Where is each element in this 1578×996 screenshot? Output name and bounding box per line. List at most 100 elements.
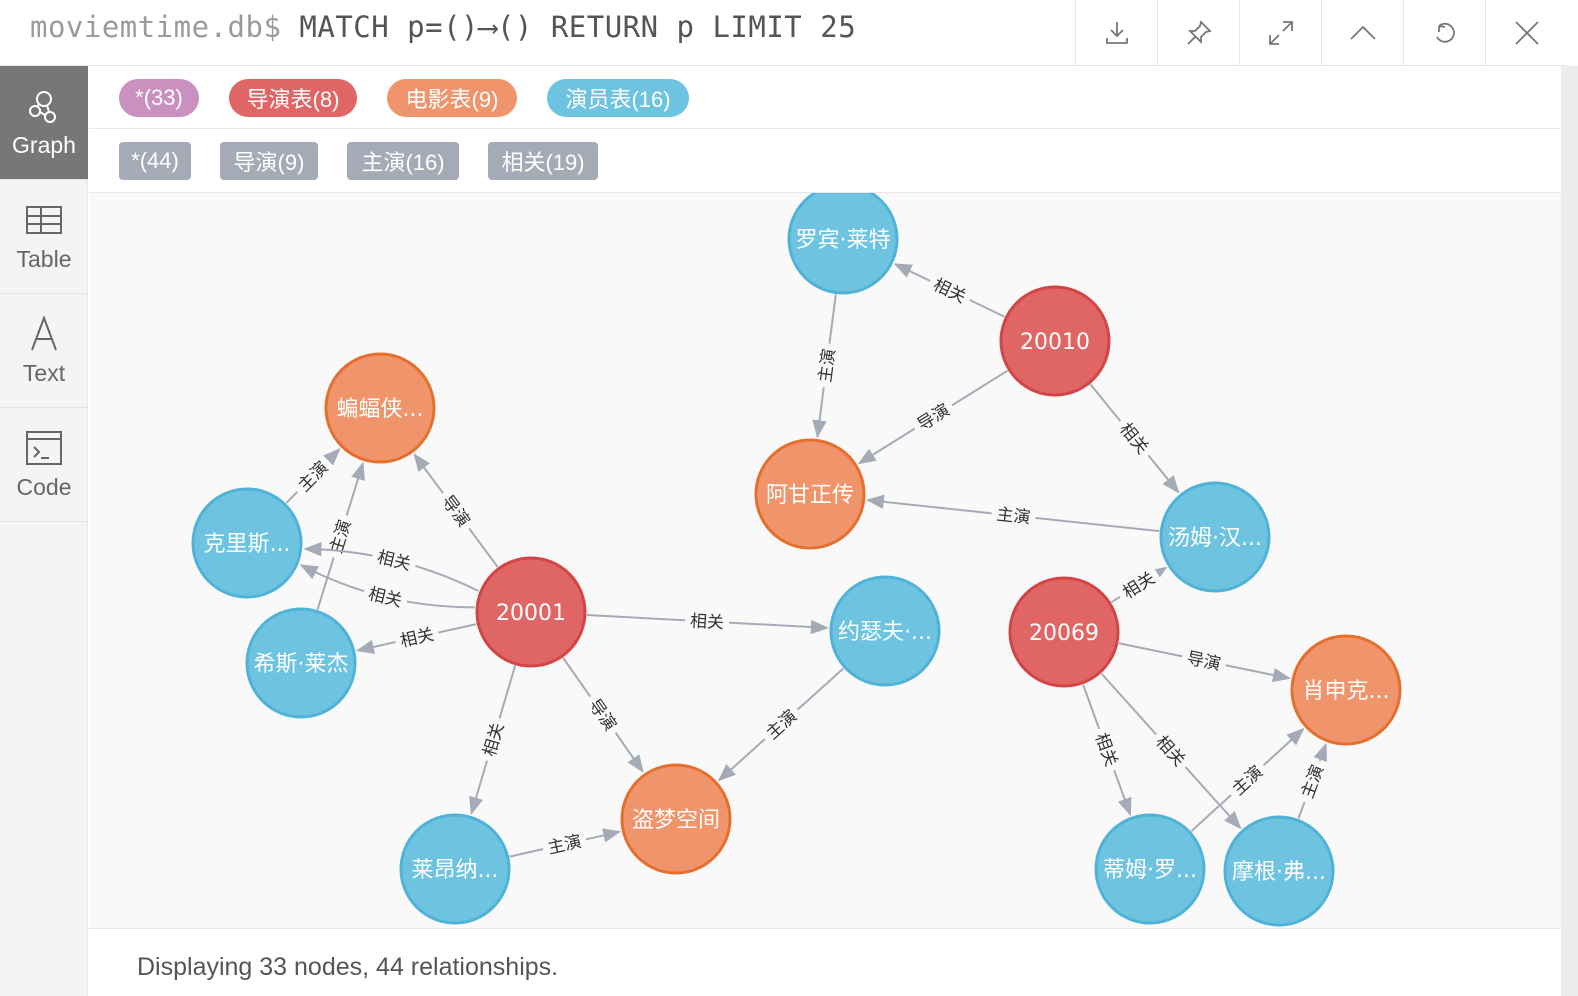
relationship-edge[interactable]: 相关 — [1100, 672, 1242, 830]
relationship-edge[interactable]: 相关 — [355, 621, 477, 654]
relationship-label: 主演 — [995, 505, 1031, 528]
relationship-label: 相关 — [375, 547, 413, 574]
node-label-director[interactable]: 导演表(8) — [229, 79, 357, 117]
node-caption: 莱昂纳... — [412, 858, 499, 883]
node-caption: 盗梦空间 — [632, 808, 720, 833]
relationship-edge[interactable]: 相关 — [469, 665, 517, 816]
relationship-label: 主演 — [546, 832, 584, 859]
relationship-edge[interactable]: 导演 — [857, 369, 1009, 465]
view-sidebar: Graph Table Text Code — [0, 66, 88, 996]
relationship-label: 主演 — [1298, 762, 1329, 801]
pin-icon — [1186, 20, 1212, 45]
graph-node-movie[interactable]: 阿甘正传 — [754, 438, 866, 550]
relationship-edge[interactable]: 主演 — [1294, 742, 1331, 819]
relationship-label: 相关 — [689, 612, 724, 634]
relationship-edge[interactable]: 主演 — [717, 667, 845, 782]
relationship-edge[interactable]: 相关 — [1089, 383, 1180, 494]
scrollbar[interactable] — [1561, 66, 1578, 996]
graph-node-director[interactable]: 20010 — [999, 285, 1111, 397]
graph-node-actor[interactable]: 摩根·弗... — [1223, 815, 1335, 927]
node-label-all[interactable]: *(33) — [119, 79, 199, 117]
expand-icon — [1268, 21, 1293, 45]
graph-node-actor[interactable]: 蒂姆·罗... — [1094, 813, 1206, 925]
graph-node-actor[interactable]: 莱昂纳... — [399, 813, 511, 925]
close-icon — [1514, 21, 1539, 45]
node-label-actor[interactable]: 演员表(16) — [547, 79, 689, 117]
node-caption: 20010 — [1020, 330, 1090, 355]
node-caption: 20001 — [496, 601, 566, 626]
graph-canvas[interactable]: 相关主演导演相关主演相关导演相关相关主演主演导演主演主演相关相关相关相关导演相关… — [89, 193, 1561, 928]
collapse-button[interactable] — [1321, 0, 1403, 66]
relationship-edge[interactable]: 相关 — [299, 564, 475, 613]
node-labels-bar: *(33) 导演表(8) 电影表(9) 演员表(16) — [89, 66, 1561, 129]
node-caption: 肖申克... — [1303, 679, 1390, 704]
node-caption: 蒂姆·罗... — [1103, 858, 1197, 883]
download-icon — [1105, 22, 1128, 44]
refresh-icon — [1435, 22, 1455, 43]
text-icon — [31, 315, 57, 351]
rerun-button[interactable] — [1403, 0, 1485, 66]
graph-node-director[interactable]: 20069 — [1008, 576, 1120, 688]
query-editor[interactable]: moviemtime.db$ MATCH p=()⟶() RETURN p LI… — [30, 10, 856, 44]
graph-node-actor[interactable]: 希斯·莱杰 — [245, 607, 357, 719]
collapse-up-icon — [1349, 25, 1376, 40]
node-caption: 罗宾·莱特 — [796, 228, 891, 253]
graph-node-movie[interactable]: 蝙蝠侠... — [324, 352, 436, 464]
graph-icon — [29, 91, 56, 123]
sidebar-item-label: Code — [16, 474, 72, 500]
sidebar-item-graph[interactable]: Graph — [0, 66, 88, 180]
relationship-edge[interactable]: 导演 — [413, 453, 499, 568]
sidebar-item-code[interactable]: Code — [0, 408, 88, 522]
node-caption: 约瑟夫·... — [838, 620, 932, 645]
relationship-type-all[interactable]: *(44) — [119, 142, 191, 180]
relationship-label: 相关 — [398, 625, 436, 652]
relationship-edge[interactable]: 相关 — [1110, 564, 1168, 607]
node-caption: 20069 — [1029, 621, 1099, 646]
cypher-query[interactable]: MATCH p=()⟶() RETURN p LIMIT 25 — [299, 10, 857, 44]
sidebar-item-label: Table — [16, 246, 72, 272]
relationship-type-direct[interactable]: 导演(9) — [220, 142, 318, 180]
status-text: Displaying 33 nodes, 44 relationships. — [137, 953, 559, 981]
relationship-type-related[interactable]: 相关(19) — [488, 142, 598, 180]
relationship-edge[interactable]: 主演 — [509, 828, 622, 860]
relationship-edge[interactable]: 主演 — [812, 294, 841, 439]
relationship-edge[interactable]: 相关 — [893, 263, 1005, 318]
sidebar-item-label: Text — [22, 360, 66, 386]
database-prompt: moviemtime.db$ — [30, 10, 282, 44]
relationship-type-star[interactable]: 主演(16) — [347, 142, 459, 180]
graph-visualization[interactable]: 相关主演导演相关主演相关导演相关相关主演主演导演主演主演相关相关相关相关导演相关… — [89, 193, 1561, 928]
relationship-edge[interactable]: 导演 — [1118, 642, 1291, 683]
table-icon — [26, 206, 62, 234]
graph-node-movie[interactable]: 肖申克... — [1290, 634, 1402, 746]
relationship-types-bar: *(44) 导演(9) 主演(16) 相关(19) — [89, 129, 1561, 193]
node-label-movie[interactable]: 电影表(9) — [387, 79, 517, 117]
graph-node-director[interactable]: 20001 — [475, 556, 587, 668]
pin-button[interactable] — [1157, 0, 1239, 66]
node-caption: 希斯·莱杰 — [254, 652, 349, 677]
relationship-edge[interactable]: 主演 — [1190, 727, 1305, 832]
relationship-edge[interactable]: 导演 — [562, 657, 644, 773]
sidebar-item-label: Graph — [12, 132, 76, 158]
download-button[interactable] — [1075, 0, 1157, 66]
close-button[interactable] — [1485, 0, 1567, 66]
node-caption: 阿甘正传 — [766, 483, 854, 508]
status-bar: Displaying 33 nodes, 44 relationships. — [89, 928, 1561, 996]
relationship-label: 相关 — [1091, 731, 1121, 770]
relationship-edge[interactable]: 主演 — [865, 494, 1160, 533]
relationship-label: 相关 — [366, 584, 404, 611]
sidebar-item-table[interactable]: Table — [0, 180, 88, 294]
sidebar-item-text[interactable]: Text — [0, 294, 88, 408]
relationship-edge[interactable]: 主演 — [285, 448, 341, 504]
graph-node-actor[interactable]: 约瑟夫·... — [829, 575, 941, 687]
relationship-edge[interactable]: 相关 — [1082, 684, 1132, 817]
fullscreen-button[interactable] — [1239, 0, 1321, 66]
relationship-edge[interactable]: 相关 — [303, 542, 479, 592]
graph-node-actor[interactable]: 汤姆·汉... — [1159, 481, 1271, 593]
relationship-label: 主演 — [816, 347, 840, 383]
graph-node-actor[interactable]: 罗宾·莱特 — [787, 193, 899, 295]
relationship-edge[interactable]: 相关 — [586, 609, 829, 635]
graph-node-actor[interactable]: 克里斯... — [191, 487, 303, 599]
graph-node-movie[interactable]: 盗梦空间 — [620, 763, 732, 875]
relationship-label: 相关 — [480, 721, 509, 759]
